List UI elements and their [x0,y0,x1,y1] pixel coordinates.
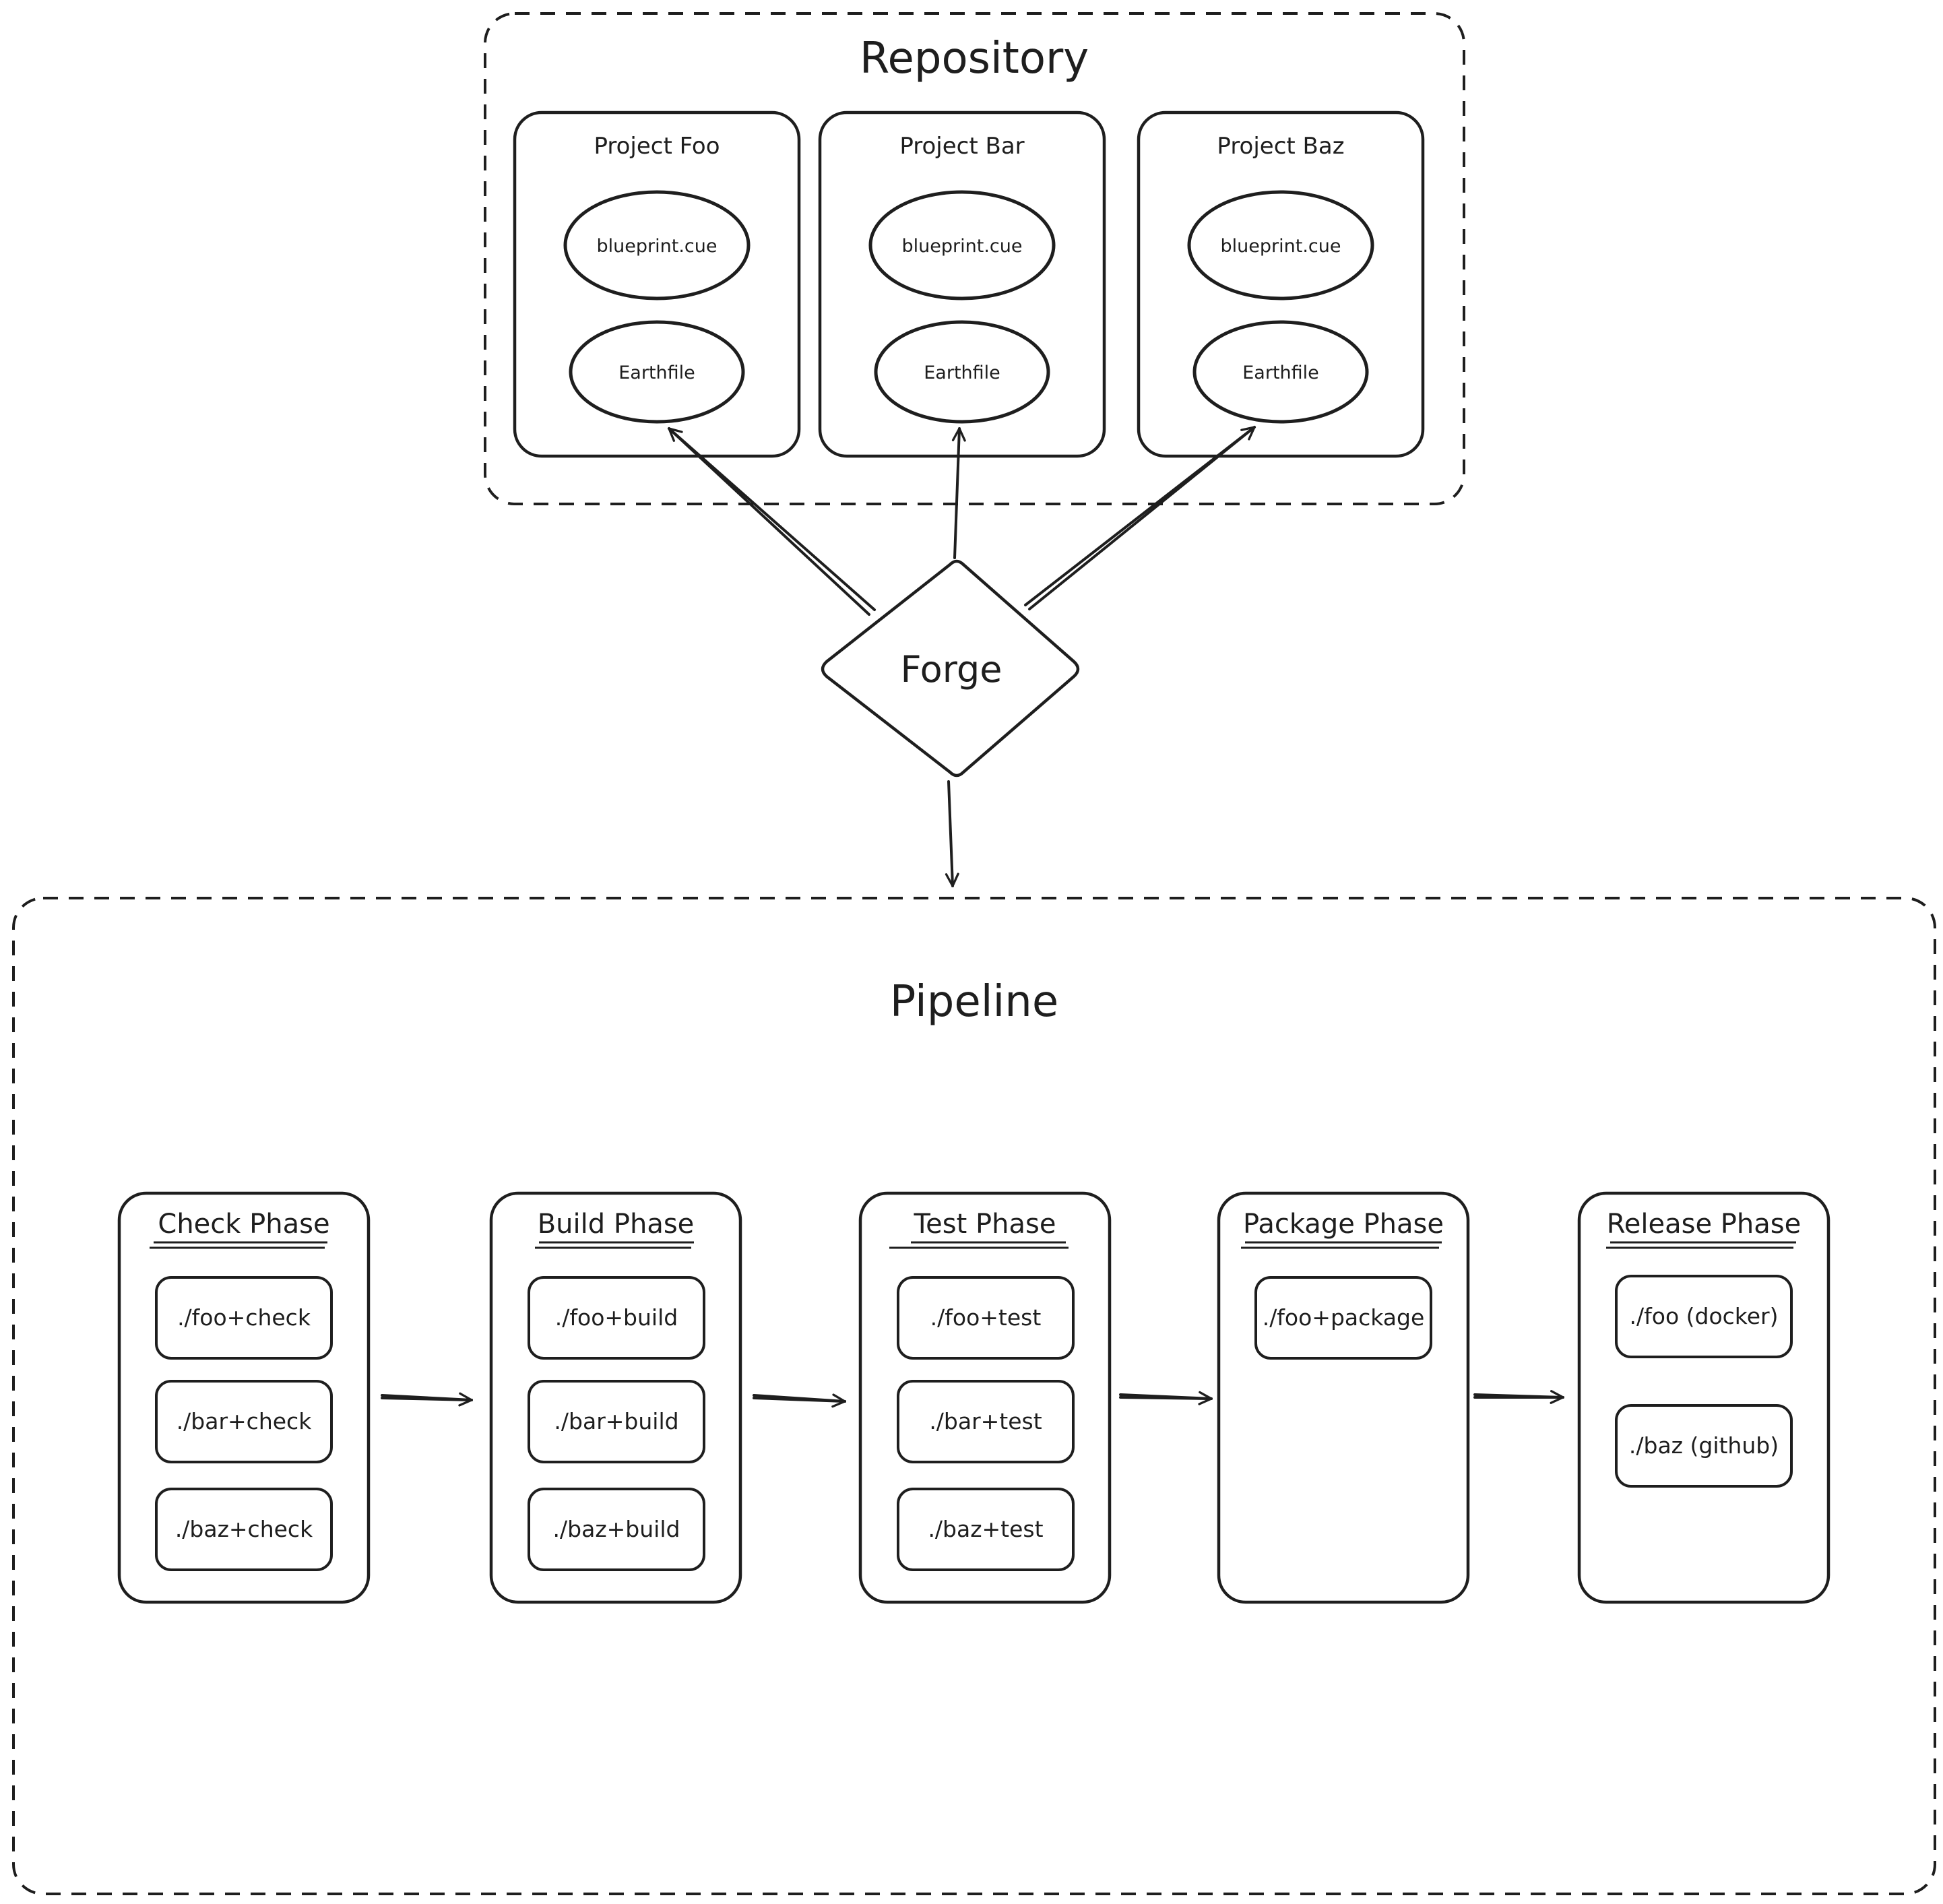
phase-release[interactable]: Release Phase ./foo (docker) ./baz (gith… [1577,1191,1830,1604]
forge-to-repo-edges [668,426,1256,616]
project-foo-earthfile-label: Earthfile [618,362,695,383]
edge-forge-to-baz-earthfile [1028,426,1256,610]
project-bar-blueprint-label: blueprint.cue [902,236,1023,257]
edge-check-to-build [381,1392,473,1407]
edge-package-to-release [1473,1390,1564,1404]
project-baz-blueprint-node[interactable] [1187,190,1374,300]
phase-package-box[interactable] [1217,1191,1470,1604]
task-release-baz[interactable] [1615,1404,1793,1488]
task-release-foo-label: ./foo (docker) [1630,1303,1779,1329]
project-baz-earthfile-node[interactable] [1192,320,1369,424]
forge-node[interactable]: Forge [821,559,1080,778]
project-bar[interactable]: Project Bar blueprint.cue Earthfile [818,110,1106,458]
task-build-foo[interactable] [528,1276,705,1360]
pipeline-frame: Pipeline Check Phase ./foo+check ./bar+c… [12,897,1936,1895]
phase-test[interactable]: Test Phase ./foo+test ./bar+test ./baz+t… [858,1191,1112,1604]
task-release-baz-label: ./baz (github) [1629,1432,1779,1459]
phase-build[interactable]: Build Phase ./foo+build ./bar+build ./ba… [489,1191,742,1604]
edge-forge-to-foo-earthfile [668,427,876,611]
phase-package-title: Package Phase [1243,1209,1444,1240]
task-test-foo[interactable] [897,1276,1075,1360]
forge-diamond[interactable] [821,559,1080,778]
project-foo-blueprint-node[interactable] [563,190,751,300]
task-test-foo-label: ./foo+test [930,1304,1042,1331]
task-check-bar[interactable] [155,1380,333,1463]
project-foo[interactable]: Project Foo blueprint.cue Earthfile [513,110,801,458]
task-build-baz-label: ./baz+build [553,1516,680,1542]
task-check-bar-label: ./bar+check [177,1408,313,1434]
task-build-bar[interactable] [528,1380,705,1463]
project-baz-earthfile-label: Earthfile [1242,362,1319,383]
task-check-baz[interactable] [155,1488,333,1571]
phase-release-box[interactable] [1577,1191,1830,1604]
phase-check[interactable]: Check Phase ./foo+check ./bar+check ./ba… [117,1191,371,1604]
task-package-foo[interactable] [1254,1276,1432,1360]
phase-edges [381,1390,1564,1408]
phase-build-title: Build Phase [538,1209,695,1240]
task-test-bar-label: ./bar+test [929,1408,1042,1434]
pipeline-frame-border [12,897,1936,1895]
project-bar-blueprint-node[interactable] [868,190,1056,300]
repository-frame-border [484,12,1465,505]
edge-forge-to-bar-earthfile [951,427,966,559]
project-bar-earthfile-node[interactable] [874,320,1050,424]
phase-package[interactable]: Package Phase ./foo+package [1217,1191,1470,1604]
task-build-bar-label: ./bar+build [554,1408,678,1434]
project-baz-blueprint-label: blueprint.cue [1221,236,1341,257]
project-bar-title: Project Bar [899,133,1024,160]
task-package-foo-label: ./foo+package [1263,1304,1425,1331]
repository-frame: Repository Project Foo blueprint.cue Ear… [484,12,1465,505]
task-release-foo[interactable] [1615,1275,1793,1358]
project-foo-earthfile-node[interactable] [569,320,745,424]
task-check-foo[interactable] [155,1276,333,1360]
task-test-baz-label: ./baz+test [928,1516,1043,1542]
phase-check-title: Check Phase [158,1209,329,1240]
project-foo-blueprint-label: blueprint.cue [597,236,718,257]
repository-title: Repository [860,34,1089,84]
forge-label: Forge [901,648,1002,691]
project-baz[interactable]: Project Baz blueprint.cue Earthfile [1137,110,1425,458]
pipeline-title: Pipeline [890,977,1058,1027]
phase-test-title: Test Phase [914,1209,1056,1240]
edge-forge-to-pipeline [945,780,959,887]
project-bar-earthfile-label: Earthfile [924,362,1000,383]
task-check-foo-label: ./foo+check [177,1304,311,1331]
task-test-baz[interactable] [897,1488,1075,1571]
task-check-baz-label: ./baz+check [175,1516,313,1542]
edge-build-to-test [753,1393,846,1408]
phase-release-title: Release Phase [1607,1209,1801,1240]
project-foo-title: Project Foo [594,133,720,160]
task-build-baz[interactable] [528,1488,705,1571]
task-test-bar[interactable] [897,1380,1075,1463]
project-baz-title: Project Baz [1217,133,1344,160]
edge-test-to-package [1119,1391,1213,1405]
task-build-foo-label: ./foo+build [555,1304,678,1331]
